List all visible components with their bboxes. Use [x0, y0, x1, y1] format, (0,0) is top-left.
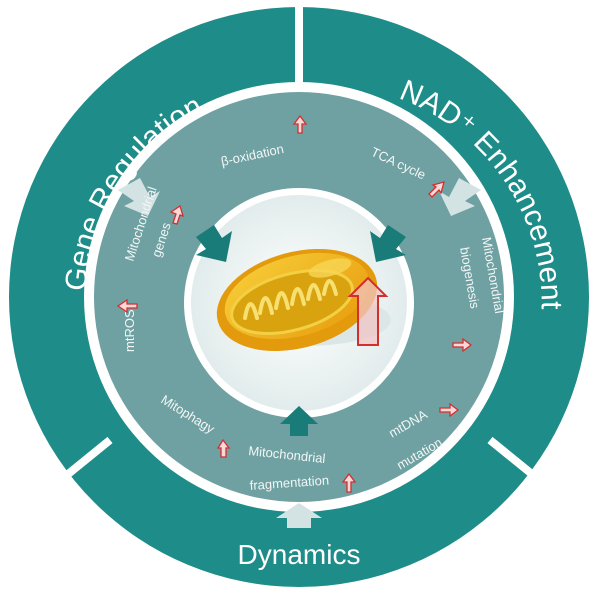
mito-cristae-icon: [243, 279, 338, 320]
inner-to-center-arrows: [196, 225, 406, 436]
arrow-up-tca-icon: [428, 181, 445, 198]
segment-label-dynamics-text: Dynamics: [238, 539, 361, 570]
arrow-nad-icon: [439, 178, 481, 216]
arrow-gene-icon: [118, 178, 160, 216]
arrow-up-biogenesis-icon: [452, 337, 473, 353]
arrow-left-center-icon: [196, 225, 232, 262]
separator-right: [487, 436, 573, 509]
separator-left: [27, 436, 113, 509]
arrow-up-mtdna-icon: [439, 402, 460, 418]
mitochondrion-illustration: [216, 249, 391, 351]
arrow-right-center-icon: [370, 225, 406, 262]
arrow-up-beta-icon: [292, 114, 308, 134]
arrow-up-mitophagy-icon: [216, 438, 231, 458]
outer-to-inner-arrows: [118, 178, 481, 528]
arrow-up-genes-icon: [169, 204, 184, 225]
big-up-arrow-icon: [347, 276, 389, 346]
arrow-up-fragmentation-icon: [341, 472, 357, 493]
small-arrows: [116, 114, 473, 493]
arrow-bottom-center-icon: [280, 406, 318, 436]
arrow-up-mtros-icon: [116, 298, 138, 314]
label-mtros: mtROS: [122, 309, 137, 352]
arrow-dynamics-icon: [276, 503, 322, 528]
label-mito-fragmentation-2: fragmentation: [249, 472, 329, 493]
mito-highlight-icon: [308, 258, 352, 278]
